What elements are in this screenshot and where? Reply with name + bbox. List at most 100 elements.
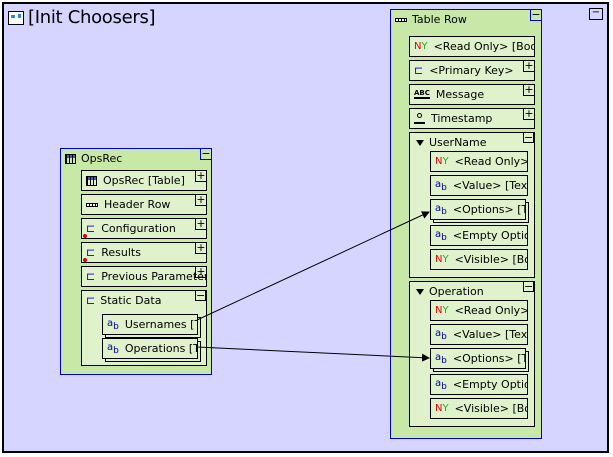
expand-button[interactable]: +	[523, 108, 534, 120]
static-data-title: Static Data	[100, 294, 162, 307]
node-label: Configuration	[101, 222, 176, 235]
text-field-icon: ab	[107, 341, 119, 356]
static-data-header: ⊏ Static Data	[86, 294, 161, 307]
text-field-icon: ab	[435, 178, 447, 193]
canvas-title: [Init Choosers]	[8, 7, 156, 28]
node-label: <Visible> [Boolean]	[454, 253, 527, 266]
abc-icon: ABC	[414, 89, 430, 99]
boolean-icon: NY	[435, 403, 449, 414]
node-label: <Primary Key>	[429, 64, 514, 77]
node-label: <Read Only> [Boolean]	[454, 155, 527, 168]
expand-button[interactable]: +	[523, 60, 534, 72]
table-icon	[86, 175, 97, 186]
opsrec-title: OpsRec	[81, 152, 123, 165]
username-options-node[interactable]: ab <Options> [Text]	[430, 199, 526, 220]
message-node[interactable]: ABC Message +	[409, 84, 535, 105]
node-label: Timestamp	[431, 112, 493, 125]
username-visible-node[interactable]: NY <Visible> [Boolean]	[430, 249, 528, 270]
expand-button[interactable]: +	[195, 218, 206, 230]
collapse-triangle-icon[interactable]	[416, 288, 424, 295]
boolean-icon: NY	[435, 305, 449, 316]
timestamp-icon	[414, 113, 425, 124]
node-label: Previous Parameters	[101, 270, 206, 283]
username-empty-option-node[interactable]: ab <Empty Option Text>	[430, 225, 528, 246]
relation-broken-icon: ⊏	[82, 246, 96, 262]
relation-icon: ⊏	[86, 294, 96, 307]
expand-button[interactable]: +	[195, 266, 206, 278]
operation-options-node[interactable]: ab <Options> [Text]	[430, 348, 526, 369]
primary-key-node[interactable]: ⊏ <Primary Key> +	[409, 60, 535, 81]
row-icon	[395, 17, 407, 22]
read-only-node[interactable]: NY <Read Only> [Boolean]	[409, 36, 535, 57]
operation-value-node[interactable]: ab <Value> [Text]	[430, 324, 528, 345]
opsrec-table-node[interactable]: OpsRec [Table] +	[81, 170, 207, 191]
table-row-collapse-button[interactable]: −	[530, 8, 541, 21]
canvas-title-text: [Init Choosers]	[28, 7, 156, 28]
text-field-icon: ab	[435, 228, 447, 243]
configuration-node[interactable]: ⊏ Configuration +	[81, 218, 207, 239]
header-row-node[interactable]: Header Row +	[81, 194, 207, 215]
previous-parameters-node[interactable]: ⊏ Previous Parameters +	[81, 266, 207, 287]
expand-button[interactable]: +	[195, 194, 206, 206]
operation-visible-node[interactable]: NY <Visible> [Boolean]	[430, 398, 528, 419]
expand-button[interactable]: +	[523, 84, 534, 96]
operation-group[interactable]: Operation − NY <Read Only> [Boolean] ab …	[409, 281, 535, 427]
collapse-triangle-icon[interactable]	[416, 139, 424, 146]
static-data-group[interactable]: ⊏ Static Data − ab Usernames [Text] ab O…	[81, 290, 207, 366]
operation-read-only-node[interactable]: NY <Read Only> [Boolean]	[430, 300, 528, 321]
node-label: <Options> [Text]	[452, 203, 525, 216]
opsrec-collapse-button[interactable]: −	[200, 147, 211, 160]
node-label: OpsRec [Table]	[103, 174, 185, 187]
text-field-icon: ab	[435, 327, 447, 342]
boolean-icon: NY	[414, 41, 428, 52]
relation-icon: ⊏	[86, 270, 96, 283]
operation-empty-option-node[interactable]: ab <Empty Option Text>	[430, 374, 528, 395]
operation-collapse-button[interactable]: −	[523, 280, 534, 293]
node-label: Usernames [Text]	[124, 318, 197, 331]
username-read-only-node[interactable]: NY <Read Only> [Boolean]	[430, 151, 528, 172]
operation-title: Operation	[429, 285, 484, 298]
username-group[interactable]: UserName − NY <Read Only> [Boolean] ab <…	[409, 132, 535, 278]
expand-button[interactable]: +	[195, 170, 206, 182]
text-field-icon: ab	[435, 202, 447, 217]
text-field-icon: ab	[107, 317, 119, 332]
node-label: <Empty Option Text>	[452, 229, 527, 242]
node-label: <Value> [Text]	[452, 179, 527, 192]
opsrec-panel-header: OpsRec	[65, 152, 122, 165]
node-label: <Read Only> [Boolean]	[454, 304, 527, 317]
table-row-title: Table Row	[412, 13, 467, 26]
node-label: <Empty Option Text>	[452, 378, 527, 391]
node-label: <Read Only> [Boolean]	[433, 40, 534, 53]
username-title: UserName	[429, 136, 487, 149]
row-icon	[86, 202, 98, 207]
usernames-node[interactable]: ab Usernames [Text]	[102, 314, 198, 335]
operations-node[interactable]: ab Operations [Text]	[102, 338, 198, 359]
text-field-icon: ab	[435, 377, 447, 392]
boolean-icon: NY	[435, 156, 449, 167]
operation-group-header: Operation	[416, 285, 484, 298]
opsrec-panel[interactable]: OpsRec − OpsRec [Table] + Header Row + ⊏…	[60, 148, 212, 375]
table-row-panel-header: Table Row	[395, 13, 467, 26]
boolean-icon: NY	[435, 254, 449, 265]
table-row-panel[interactable]: Table Row − NY <Read Only> [Boolean] ⊏ <…	[390, 9, 542, 439]
node-label: Message	[435, 88, 485, 101]
results-node[interactable]: ⊏ Results +	[81, 242, 207, 263]
username-collapse-button[interactable]: −	[523, 131, 534, 144]
table-icon	[65, 153, 76, 164]
form-icon	[8, 10, 24, 25]
relation-icon: ⊏	[414, 64, 424, 77]
username-group-header: UserName	[416, 136, 487, 149]
static-data-collapse-button[interactable]: −	[195, 289, 206, 302]
text-field-icon: ab	[435, 351, 447, 366]
relation-broken-icon: ⊏	[82, 222, 96, 238]
expand-button[interactable]: +	[195, 242, 206, 254]
node-label: Operations [Text]	[124, 342, 197, 355]
node-label: <Options> [Text]	[452, 352, 525, 365]
node-label: <Visible> [Boolean]	[454, 402, 527, 415]
canvas-collapse-button[interactable]: −	[589, 8, 603, 20]
node-label: <Value> [Text]	[452, 328, 527, 341]
node-label: Header Row	[104, 198, 171, 211]
username-value-node[interactable]: ab <Value> [Text]	[430, 175, 528, 196]
node-label: Results	[101, 246, 141, 259]
timestamp-node[interactable]: Timestamp +	[409, 108, 535, 129]
